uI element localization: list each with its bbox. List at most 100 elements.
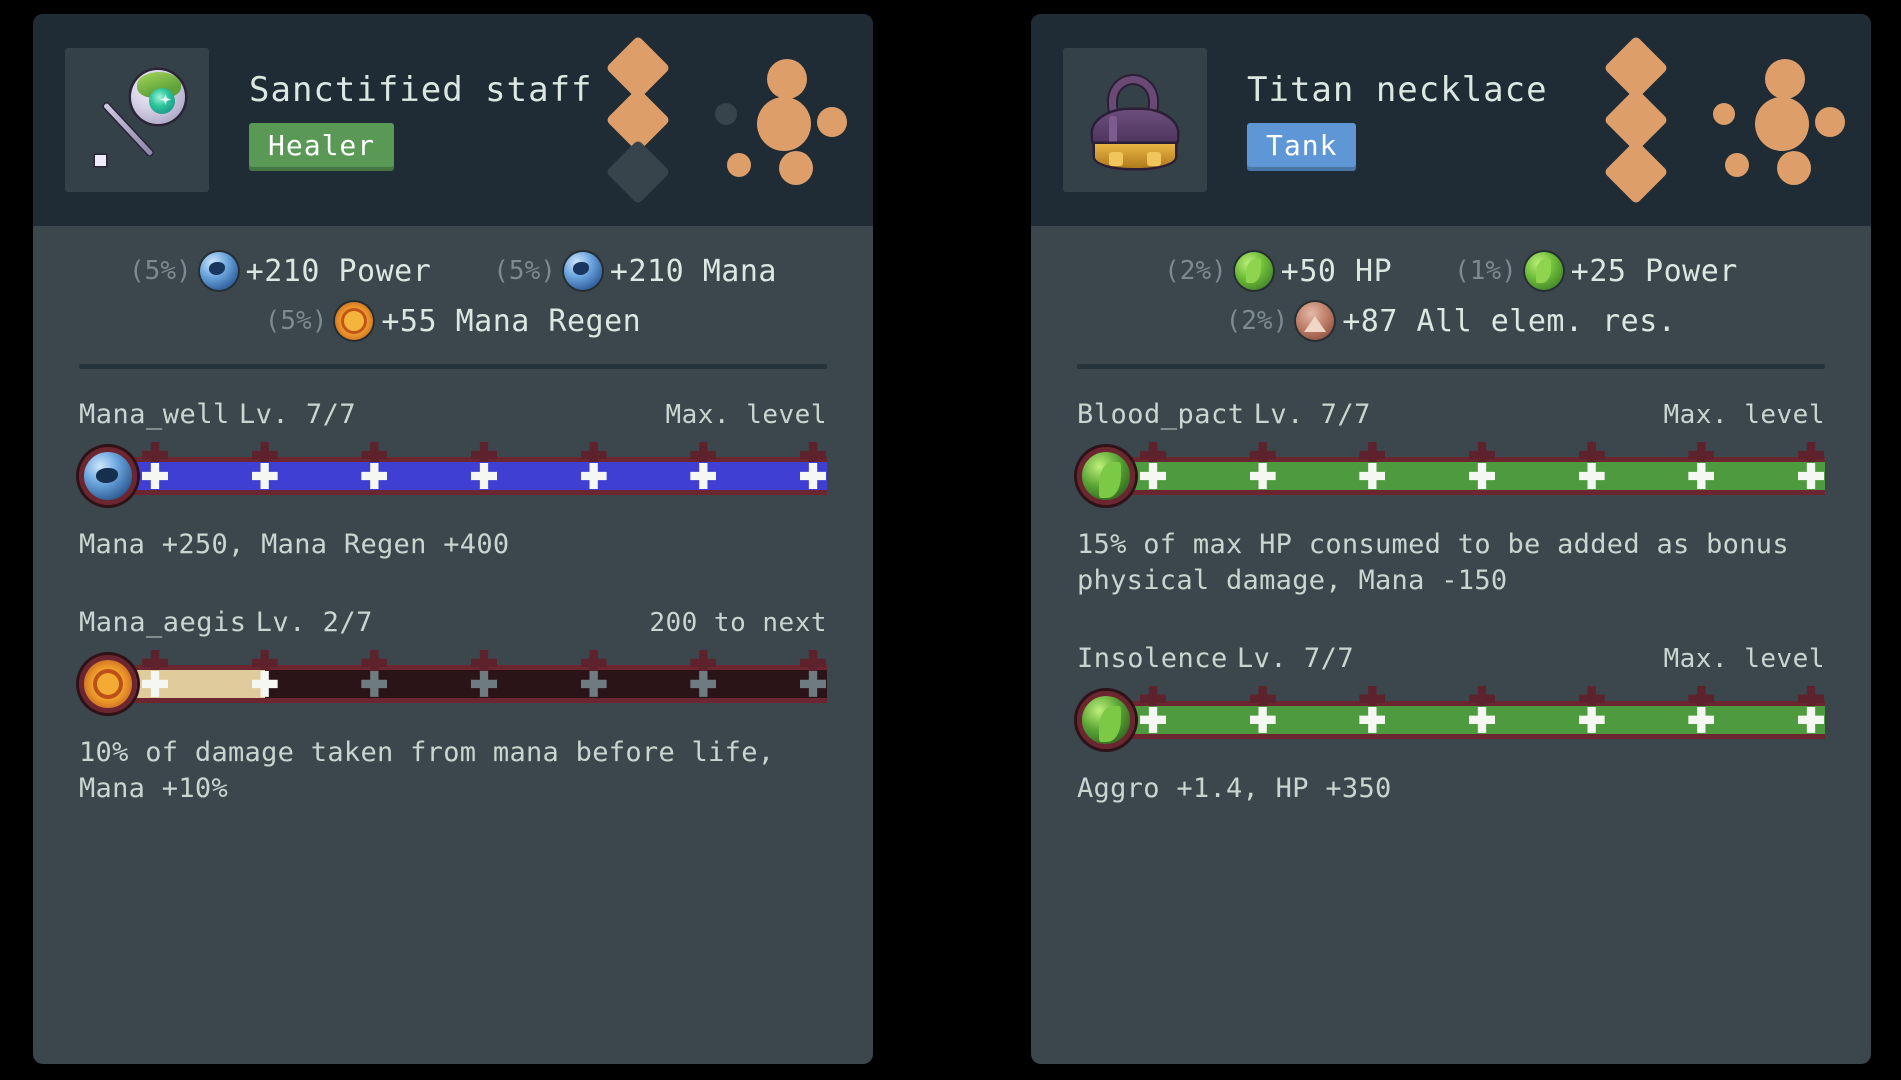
rarity-dot-cluster bbox=[697, 51, 847, 189]
skill-progress-bar[interactable] bbox=[1077, 442, 1825, 505]
rarity-dot-2 bbox=[1755, 97, 1809, 151]
skill-name-level: Blood_pact Lv. 7/7 bbox=[1077, 399, 1371, 430]
stat-percent: (5%) bbox=[493, 256, 556, 286]
stat-percent: (5%) bbox=[264, 306, 328, 336]
rarity-diamond bbox=[1603, 139, 1669, 205]
rarity-dot-1 bbox=[1713, 103, 1735, 125]
skill-progress-bar[interactable] bbox=[1077, 685, 1825, 749]
skill-status: Max. level bbox=[665, 400, 827, 430]
res-orb-icon bbox=[1296, 302, 1335, 340]
skill-hp-orb-icon bbox=[1077, 447, 1135, 505]
item-icon-box[interactable] bbox=[65, 48, 209, 192]
rarity-dot-1 bbox=[715, 103, 737, 125]
skill-node[interactable] bbox=[690, 670, 717, 697]
necklace-icon bbox=[1083, 68, 1187, 172]
item-icon-box[interactable] bbox=[1063, 48, 1207, 192]
skill-track bbox=[127, 442, 827, 495]
rarity-dot-5 bbox=[779, 151, 813, 185]
role-badge[interactable]: Healer bbox=[249, 122, 395, 171]
section-divider bbox=[79, 364, 827, 369]
skill-description: 15% of max HP consumed to be added as bo… bbox=[1077, 529, 1789, 596]
stat-value: +25 Power bbox=[1570, 253, 1738, 289]
skill-node[interactable] bbox=[800, 670, 826, 697]
stat-item: (5%) +210 Mana bbox=[493, 252, 777, 290]
rarity-indicator bbox=[1603, 35, 1845, 205]
stat-percent: (2%) bbox=[1225, 306, 1289, 336]
skill-level: Lv. 7/7 bbox=[238, 399, 357, 430]
skill-track bbox=[127, 649, 827, 703]
regen-orb-icon bbox=[335, 302, 374, 340]
hp-orb-icon bbox=[1524, 252, 1563, 290]
skill-progress-bar[interactable] bbox=[79, 442, 827, 505]
stat-item: (2%) +87 All elem. res. bbox=[1226, 302, 1677, 340]
stat-value: +210 Mana bbox=[609, 253, 777, 289]
rarity-dot-4 bbox=[1725, 153, 1749, 177]
rarity-dot-0 bbox=[1765, 59, 1805, 99]
stat-item: (1%) +25 Power bbox=[1454, 252, 1738, 290]
mana-orb-icon bbox=[563, 252, 602, 290]
rarity-diamond-column bbox=[605, 35, 671, 205]
section-divider bbox=[1077, 364, 1825, 369]
skill-regen-orb-icon bbox=[79, 654, 137, 713]
skill-track bbox=[1125, 442, 1825, 495]
stat-item: (5%) +210 Power bbox=[129, 252, 431, 290]
stat-percent: (1%) bbox=[1454, 256, 1517, 286]
stat-percent: (5%) bbox=[129, 256, 192, 286]
rarity-dot-3 bbox=[817, 107, 847, 137]
item-title: Titan necklace bbox=[1247, 69, 1548, 110]
stat-row: (5%) +55 Mana Regen bbox=[265, 302, 642, 340]
skill-level: Lv. 2/7 bbox=[255, 606, 373, 638]
item-title: Sanctified staff bbox=[249, 69, 593, 110]
skill-name: Blood_pact bbox=[1077, 399, 1245, 430]
skill-name: Mana_well bbox=[79, 399, 230, 430]
stat-value: +50 HP bbox=[1280, 253, 1393, 289]
skill-node[interactable] bbox=[471, 670, 497, 697]
stats-section: (5%) +210 Power (5%) +210 Mana (5%) +55 Mana … bbox=[33, 226, 873, 356]
skill-status: 200 to next bbox=[649, 607, 827, 638]
skill-node[interactable] bbox=[580, 670, 607, 697]
mana-orb-icon bbox=[199, 252, 238, 290]
stat-value: +210 Power bbox=[245, 253, 432, 289]
skill-header: Mana_well Lv. 7/7 Max. level bbox=[79, 399, 827, 430]
skill-progress-bar[interactable] bbox=[79, 649, 827, 713]
stat-row: (2%) +50 HP (1%) +25 Power bbox=[1164, 252, 1738, 290]
skill-level: Lv. 7/7 bbox=[1253, 399, 1371, 430]
rarity-dot-2 bbox=[757, 97, 811, 151]
skill-name: Mana_aegis bbox=[79, 606, 247, 638]
rarity-dot-0 bbox=[767, 59, 807, 99]
stat-value: +55 Mana Regen bbox=[381, 303, 642, 339]
rarity-dot-3 bbox=[1815, 107, 1845, 137]
skill-node[interactable] bbox=[361, 670, 388, 697]
staff-icon bbox=[85, 68, 189, 172]
skill-name: Insolence bbox=[1077, 642, 1228, 674]
rarity-indicator bbox=[605, 35, 847, 205]
stat-item: (2%) +50 HP bbox=[1164, 252, 1392, 290]
stat-value: +87 All elem. res. bbox=[1342, 303, 1677, 339]
role-badge[interactable]: Tank bbox=[1247, 122, 1357, 171]
skill-status: Max. level bbox=[1663, 400, 1825, 430]
hp-orb-icon bbox=[1234, 252, 1273, 290]
rarity-dot-4 bbox=[727, 153, 751, 177]
skill-level: Lv. 7/7 bbox=[1236, 642, 1355, 674]
rarity-dot-5 bbox=[1777, 151, 1811, 185]
stat-percent: (2%) bbox=[1164, 256, 1227, 286]
skill-description: 10% of damage taken from mana before lif… bbox=[79, 736, 775, 804]
skill-entry[interactable]: Blood_pact Lv. 7/7 Max. level 15% of max HP… bbox=[1077, 399, 1825, 599]
skill-status: Max. level bbox=[1663, 643, 1825, 674]
rarity-dot-cluster bbox=[1695, 51, 1845, 189]
skill-hp-orb-icon bbox=[1077, 690, 1135, 749]
stat-row: (5%) +210 Power (5%) +210 Mana bbox=[129, 252, 777, 290]
